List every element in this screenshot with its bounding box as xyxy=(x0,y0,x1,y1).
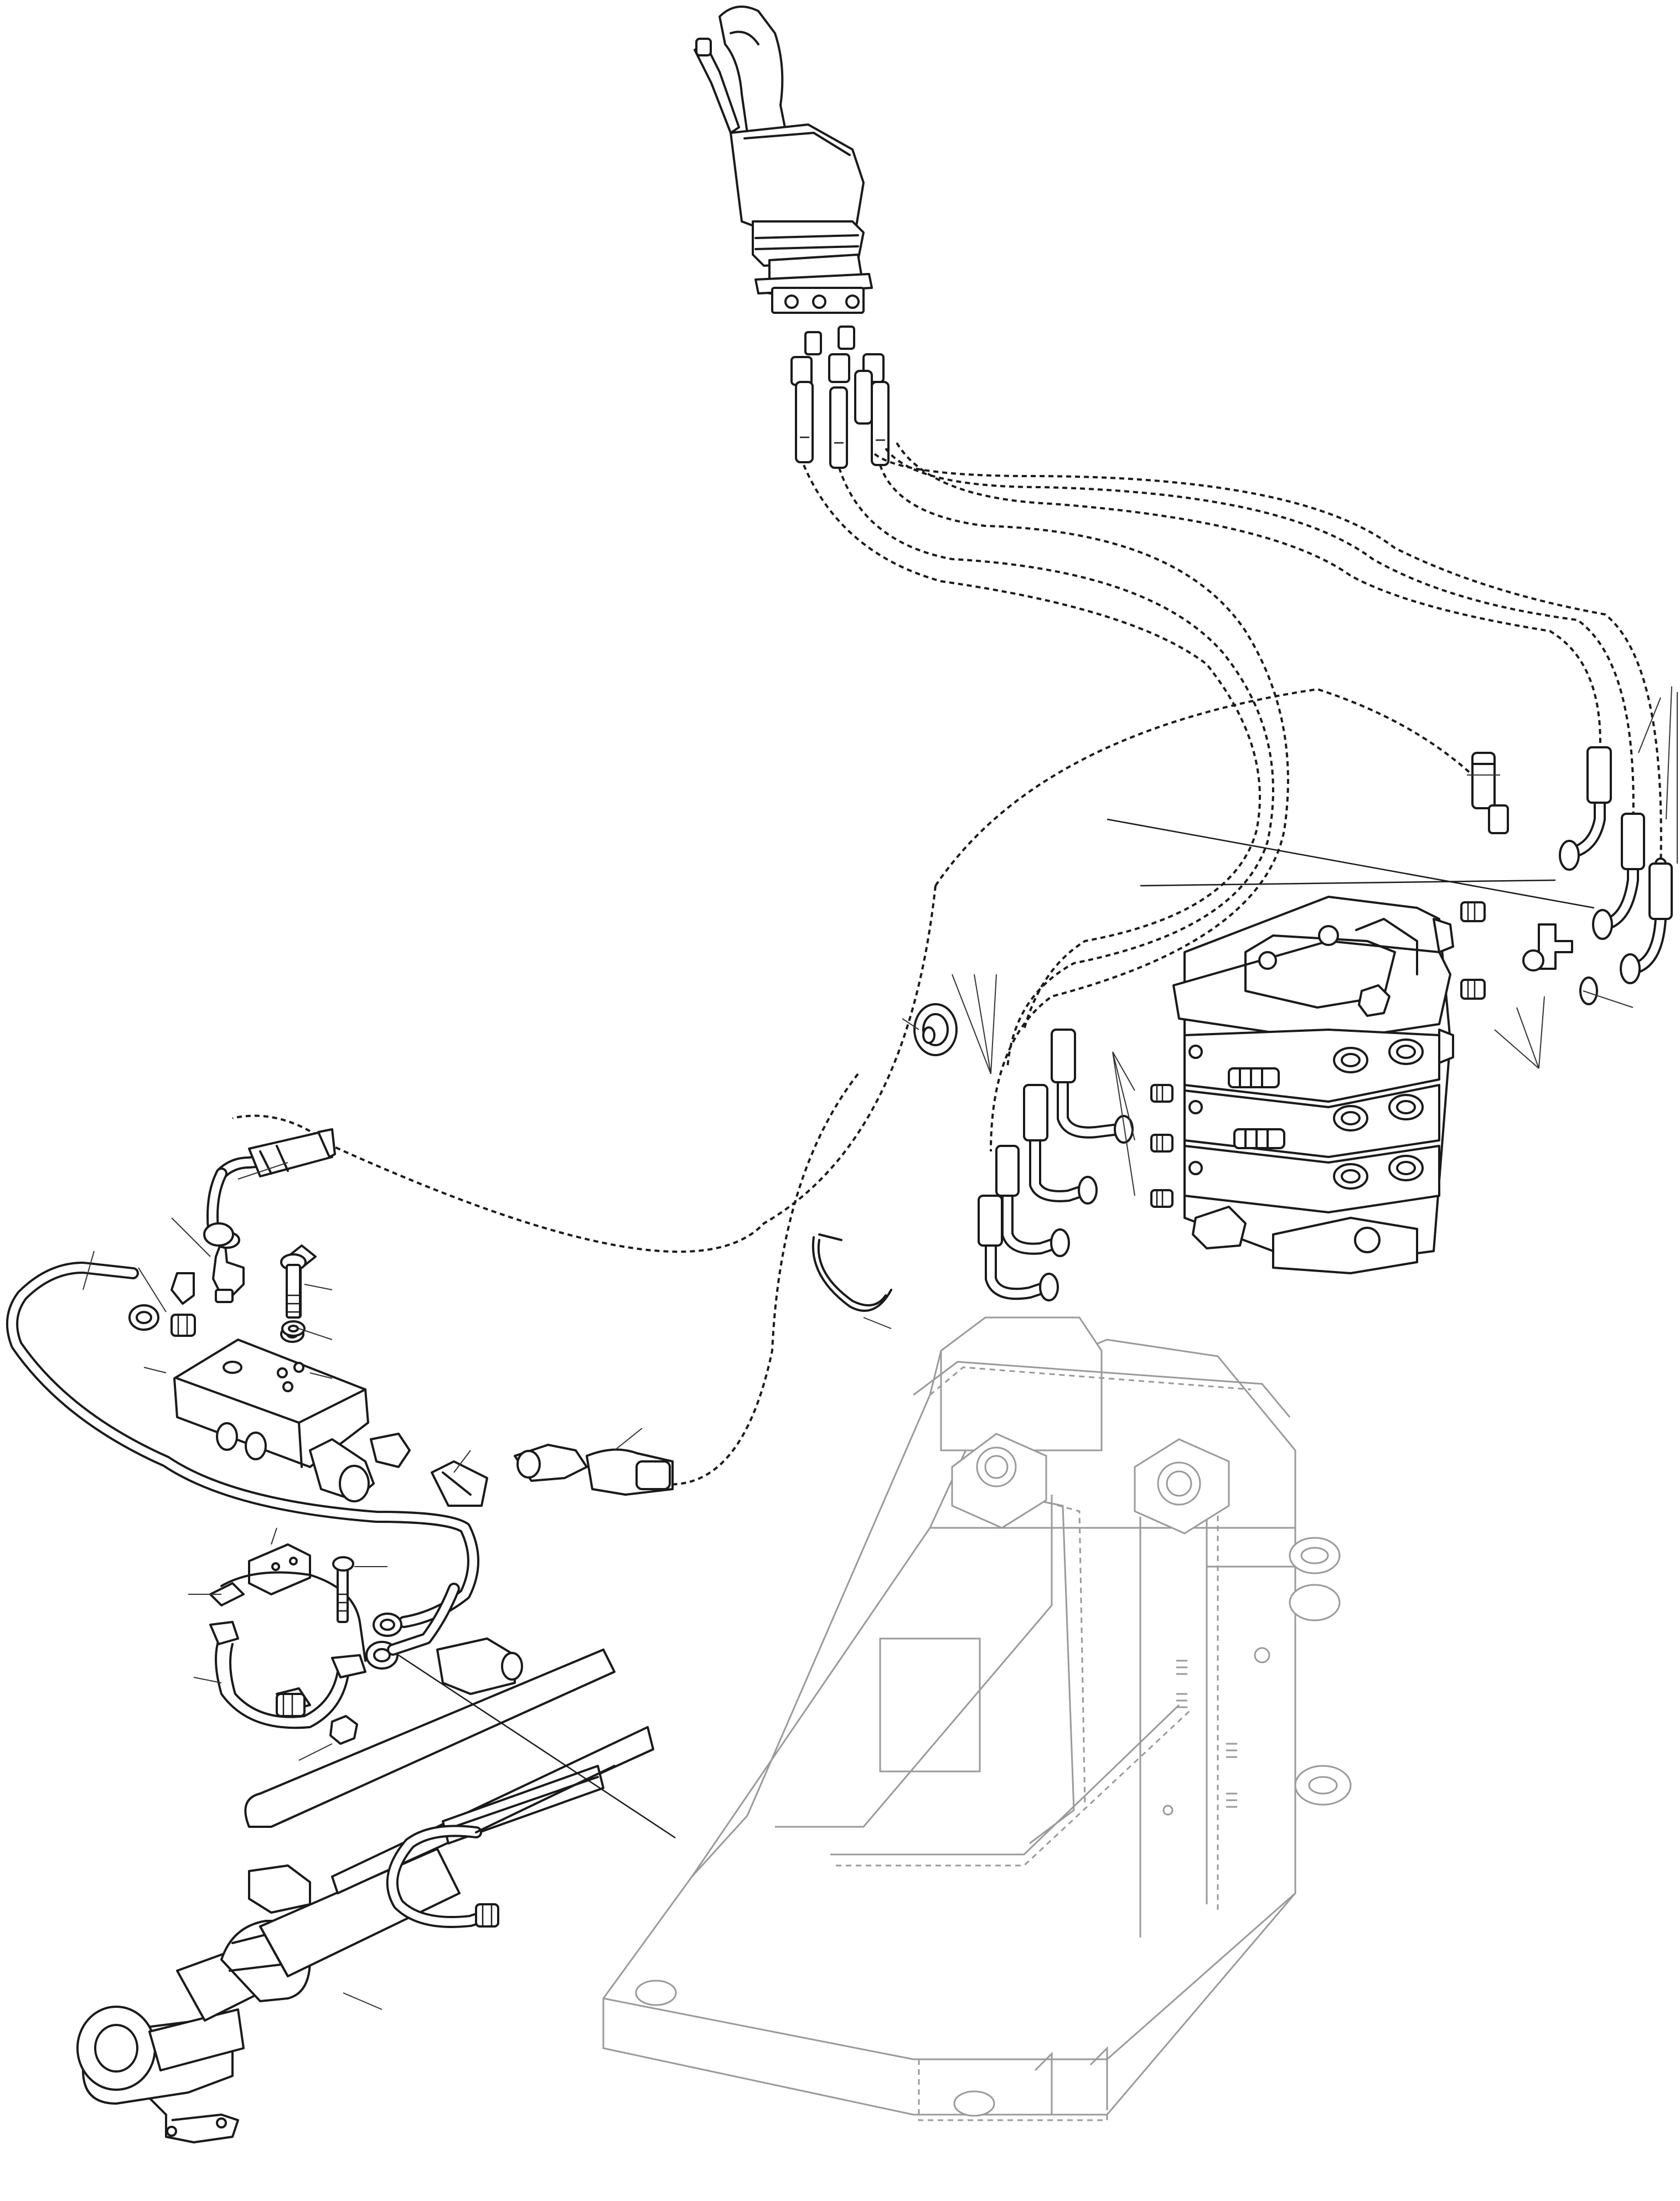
valve-right-fittings xyxy=(1460,746,1673,1005)
joystick-hose-fittings xyxy=(790,326,890,469)
bolt-and-washer xyxy=(280,1253,307,1337)
leader-lines xyxy=(82,686,1678,2010)
hydraulic-cylinder xyxy=(76,1583,654,2143)
joystick-control-lever xyxy=(694,6,873,314)
valve-left-fittings xyxy=(978,1029,1174,1301)
rubber-grommet xyxy=(913,1003,958,1056)
pipe-clamp xyxy=(209,1543,366,1745)
control-valve-block xyxy=(1172,896,1454,1274)
pilot-hoses xyxy=(232,442,1662,1486)
hose-clip xyxy=(811,1233,892,1312)
manifold-block xyxy=(6,1128,674,1637)
boom-swing-pillar xyxy=(602,1316,1352,2121)
